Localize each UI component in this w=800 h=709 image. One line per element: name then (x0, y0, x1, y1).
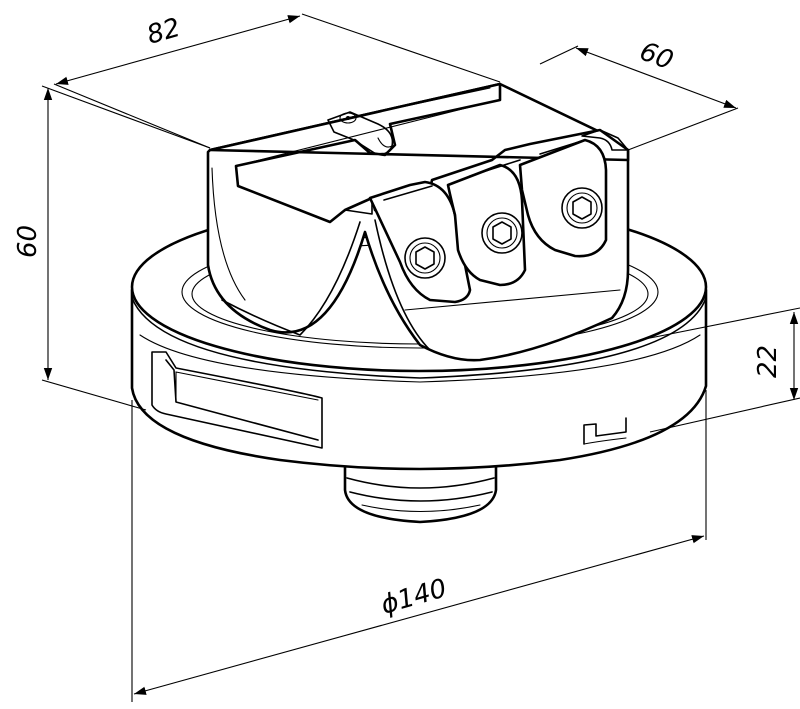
bottom-spigot (343, 460, 498, 524)
top-locating-pin (327, 111, 394, 156)
dim-line-82 (55, 15, 301, 85)
dim-label-60-depth: 60 (635, 37, 677, 77)
dim-line-60-depth (575, 47, 737, 109)
dim-label-60-height: 60 (13, 225, 43, 258)
extension-lines (41, 13, 800, 702)
socket-screw-2 (481, 212, 523, 254)
base-keyway (583, 417, 627, 445)
socket-screw-1 (404, 237, 446, 279)
dim-line-diameter (133, 535, 705, 695)
dim-label-82: 82 (144, 13, 184, 51)
dim-label-diameter: ϕ140 (378, 573, 450, 620)
dimension-lines (43, 15, 799, 695)
socket-screw-3 (561, 187, 603, 229)
dim-label-22: 22 (753, 345, 783, 378)
base-side-slot (151, 351, 323, 449)
